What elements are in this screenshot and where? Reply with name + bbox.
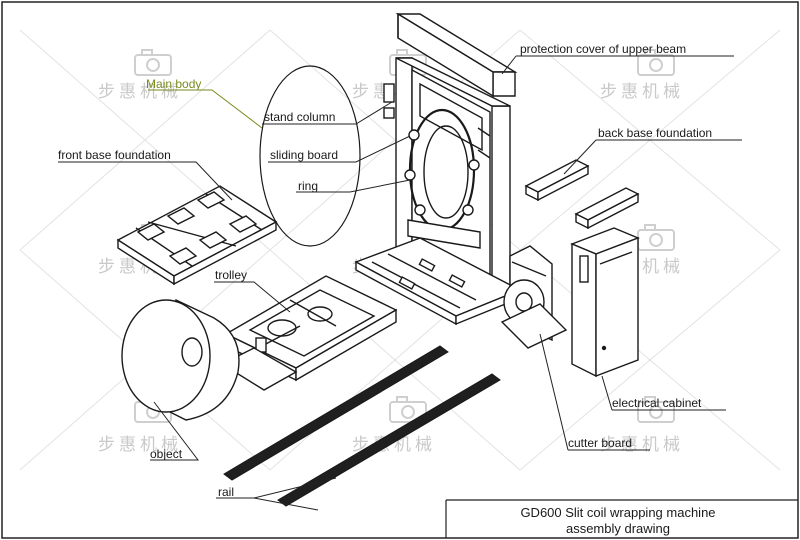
cutter-board-part	[500, 245, 568, 349]
camera-icon	[637, 224, 675, 251]
labels: Main body stand column sliding board rin…	[58, 42, 712, 499]
front-base-foundation-part	[116, 185, 278, 286]
back-base-foundation-label: back base foundation	[598, 126, 712, 140]
title-line-2: assembly drawing	[566, 521, 670, 536]
camera-icon	[389, 396, 427, 423]
trolley-part	[220, 275, 398, 391]
title-block: GD600 Slit coil wrapping machine assembl…	[445, 499, 798, 538]
electrical-cabinet-part	[570, 227, 640, 378]
main-body-callout-ellipse	[259, 65, 361, 247]
rail-label: rail	[218, 485, 234, 499]
watermark-text: 步惠机械	[98, 82, 182, 102]
watermark-text: 步惠机械	[98, 435, 182, 455]
camera-icon	[134, 49, 172, 76]
electrical-cabinet-label: electrical cabinet	[612, 396, 702, 410]
camera-icon	[637, 396, 675, 423]
object-label: object	[150, 447, 183, 461]
back-base-foundation-part	[524, 159, 640, 230]
protection-cover-label: protection cover of upper beam	[520, 42, 686, 56]
front-base-foundation-label: front base foundation	[58, 148, 171, 162]
main-body-part	[383, 57, 511, 301]
ring-label: ring	[298, 179, 318, 193]
camera-icon	[637, 49, 675, 76]
stand-column-label: stand column	[264, 110, 335, 124]
title-line-1: GD600 Slit coil wrapping machine	[520, 505, 715, 520]
watermark-text: 步惠机械	[600, 82, 684, 102]
sliding-board-label: sliding board	[270, 148, 338, 162]
protection-cover-part	[395, 12, 518, 98]
watermark-top-left: 步惠机械	[98, 49, 182, 102]
coil-object-part	[121, 299, 240, 421]
trolley-label: trolley	[215, 268, 247, 282]
cutter-board-label: cutter board	[568, 436, 632, 450]
leader-lines	[58, 55, 742, 511]
watermark-bottom-center: 步惠机械	[352, 396, 432, 455]
main-body-label: Main body	[146, 77, 201, 91]
watermark-top-right: 步惠机械	[600, 49, 684, 102]
